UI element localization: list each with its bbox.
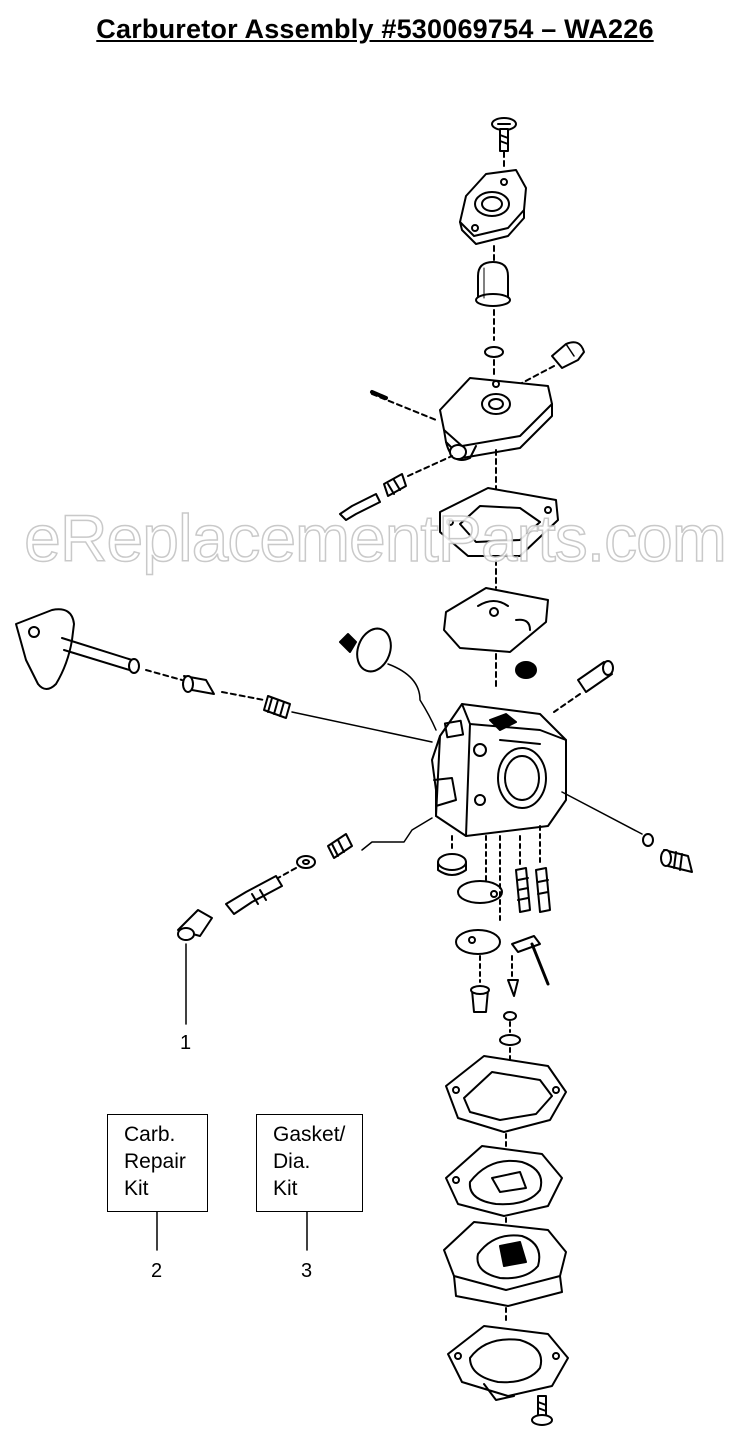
callout-part-3: 3 bbox=[301, 1260, 313, 1282]
washer bbox=[296, 855, 316, 869]
carb-body bbox=[431, 703, 567, 837]
metering-lever-plate bbox=[457, 880, 503, 904]
elbow-fitting bbox=[551, 341, 585, 369]
small-pin bbox=[370, 390, 388, 400]
top-screw bbox=[491, 117, 517, 152]
shaft-bushing bbox=[182, 675, 215, 695]
callout-part-1: 1 bbox=[180, 1032, 192, 1054]
gasket-lower bbox=[445, 1055, 567, 1133]
throttle-spring bbox=[263, 695, 291, 719]
lever-screw bbox=[470, 985, 490, 1013]
kit-label-line: Carb. bbox=[124, 1123, 176, 1146]
adjust-spring-lower bbox=[327, 833, 353, 859]
primer-bulb bbox=[475, 261, 511, 307]
choke-plate bbox=[339, 627, 437, 731]
diagram-title: Carburetor Assembly #530069754 – WA226 bbox=[96, 14, 654, 44]
diaphragm-lower bbox=[445, 1145, 563, 1217]
kit-label-line: Kit bbox=[273, 1177, 298, 1200]
gasket-upper bbox=[439, 487, 559, 557]
bottom-screw bbox=[531, 1395, 553, 1426]
right-screw bbox=[642, 833, 693, 873]
needle-pin bbox=[535, 867, 551, 913]
check-valve bbox=[437, 853, 467, 876]
bottom-cover bbox=[447, 1325, 569, 1401]
inlet-needle bbox=[507, 979, 519, 997]
gasket-dia-kit-box: Gasket/ Dia. Kit bbox=[256, 1114, 363, 1212]
kit-label-line: Dia. bbox=[273, 1150, 311, 1173]
primer-body bbox=[439, 377, 553, 461]
carb-repair-kit-box: Carb. Repair Kit bbox=[107, 1114, 208, 1212]
pump-cover bbox=[459, 169, 527, 245]
kit-label-line: Gasket/ bbox=[273, 1123, 346, 1146]
kit-label-line: Kit bbox=[124, 1177, 149, 1200]
metering-disc bbox=[455, 929, 501, 955]
throttle-lever bbox=[15, 608, 140, 690]
limiter-cap bbox=[177, 909, 213, 941]
diaphragm-upper bbox=[443, 587, 549, 653]
plug-black bbox=[515, 661, 537, 679]
cover-lower bbox=[443, 1221, 567, 1307]
fuel-fitting bbox=[577, 660, 614, 693]
kit-label-line: Repair bbox=[124, 1150, 186, 1173]
inlet-lever bbox=[511, 935, 550, 986]
spring-inner bbox=[515, 867, 531, 913]
callout-part-2: 2 bbox=[151, 1260, 163, 1282]
adjust-screw-upper bbox=[339, 473, 407, 521]
adjust-needle-lower bbox=[225, 875, 283, 915]
